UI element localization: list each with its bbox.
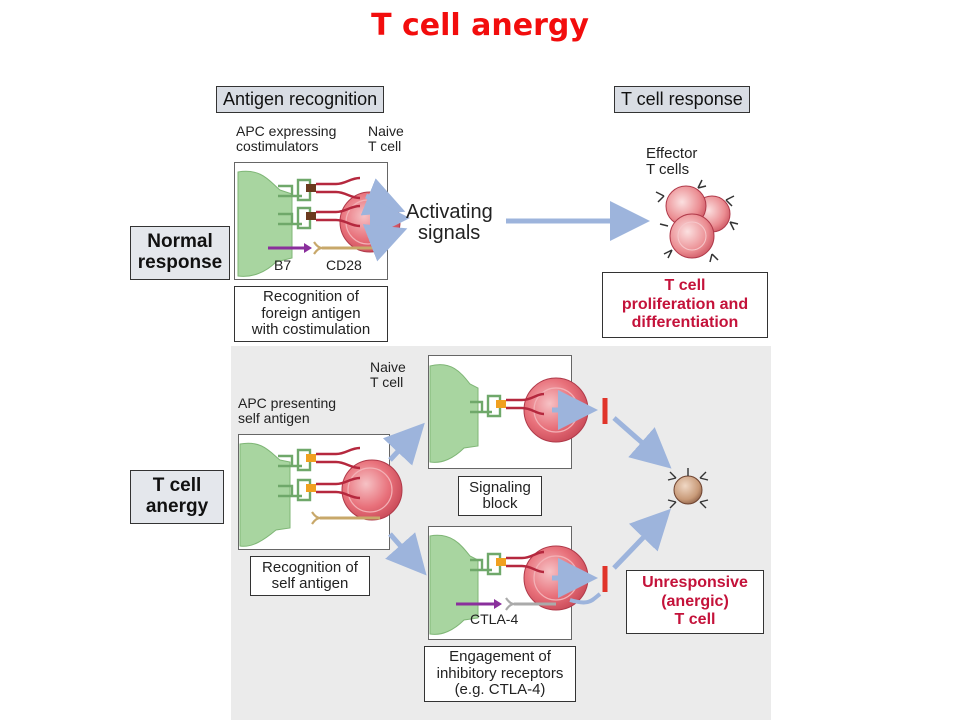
activating-signals-label: Activating signals (406, 202, 493, 244)
signaling-line1: Signaling (469, 478, 531, 496)
normal-activating-arrows (360, 178, 650, 262)
caption-self-line1: Recognition of (262, 558, 358, 576)
response-line3: differentiation (631, 314, 739, 332)
caption-normal-recognition: Recognition of foreign antigen with cost… (234, 286, 388, 342)
response-proliferation-box: T cell proliferation and differentiation (602, 272, 768, 338)
inhibitory-receptors (456, 550, 556, 611)
normal-t-cell (339, 191, 401, 253)
signaling-receptors (470, 392, 545, 418)
caption-normal-line1: Recognition of (263, 288, 359, 306)
caption-signaling-block: Signaling block (458, 476, 542, 516)
anergy-naive-line1: Naive (370, 359, 406, 375)
response-line2: proliferation and (621, 295, 749, 313)
row-label-normal-line1: Normal (147, 231, 213, 253)
header-t-cell-response: T cell response (614, 86, 750, 113)
response-line1: T cell (664, 277, 706, 295)
row-label-anergy-line2: anergy (145, 496, 209, 517)
anergic-t-cell (667, 468, 709, 509)
activating-line1: Activating (406, 201, 493, 223)
row-label-t-cell-anergy: T cell anergy (130, 470, 224, 524)
unresponsive-box: Unresponsive (anergic) T cell (626, 570, 764, 634)
normal-naive-line1: Naive (368, 123, 404, 139)
anergy-apc-label: APC presenting self antigen (238, 396, 336, 425)
normal-naive-line2: T cell (368, 137, 402, 154)
anergy-mhc-tcr-pairs (278, 446, 380, 525)
normal-apc-label: APC expressing costimulators (236, 124, 336, 153)
unresp-line2: (anergic) (661, 592, 729, 610)
ctla4-curve-arrow (569, 592, 602, 605)
effector-line1: Effector (646, 145, 698, 162)
effector-t-cells (655, 179, 739, 263)
header-antigen-recognition: Antigen recognition (216, 86, 385, 113)
anergy-apc-line2: self antigen (238, 409, 310, 426)
slide-title: T cell anergy (371, 8, 589, 43)
normal-apc-cell (237, 170, 293, 277)
normal-apc-label-line1: APC expressing (236, 123, 337, 139)
anergy-naive-label: Naive T cell (370, 360, 406, 389)
inhib-line3: (e.g. CTLA-4) (454, 681, 546, 699)
cd28-label: CD28 (326, 257, 362, 273)
row-label-normal-line2: response (137, 252, 223, 273)
unresp-line1: Unresponsive (642, 574, 748, 592)
b7-label: B7 (274, 257, 292, 273)
anergy-apc-cell (239, 442, 291, 547)
caption-self-line2: self antigen (271, 575, 349, 592)
inhib-line2: inhibitory receptors (436, 664, 564, 682)
inhib-line1: Engagement of (449, 648, 551, 666)
normal-mhc-tcr-pairs (278, 176, 361, 230)
activating-line2: signals (418, 222, 481, 244)
effector-label: Effector T cells (646, 146, 697, 178)
row-label-normal-response: Normal response (130, 226, 230, 280)
anergy-naive-line2: T cell (370, 373, 404, 390)
signaling-apc-cell (429, 364, 479, 463)
caption-normal-line3: with costimulation (251, 321, 371, 339)
unresp-line3: T cell (674, 611, 716, 629)
normal-naive-label: Naive T cell (368, 124, 404, 153)
anergy-naive-t-cell (341, 459, 403, 521)
effector-line2: T cells (646, 160, 690, 178)
signaling-line2: block (482, 495, 518, 512)
caption-inhibitory: Engagement of inhibitory receptors (e.g.… (424, 646, 576, 702)
anergy-flow-arrows (382, 390, 672, 598)
header-t-cell-response-text: T cell response (621, 89, 743, 109)
normal-apc-label-line2: costimulators (236, 137, 319, 154)
inhibitory-apc-cell (429, 534, 479, 635)
row-label-anergy-line1: T cell (152, 475, 202, 497)
caption-self-recognition: Recognition of self antigen (250, 556, 370, 596)
header-antigen-recognition-text: Antigen recognition (223, 89, 378, 109)
anergy-apc-line1: APC presenting (238, 395, 337, 411)
caption-normal-line2: foreign antigen (261, 304, 361, 322)
ctla4-label: CTLA-4 (470, 611, 519, 627)
